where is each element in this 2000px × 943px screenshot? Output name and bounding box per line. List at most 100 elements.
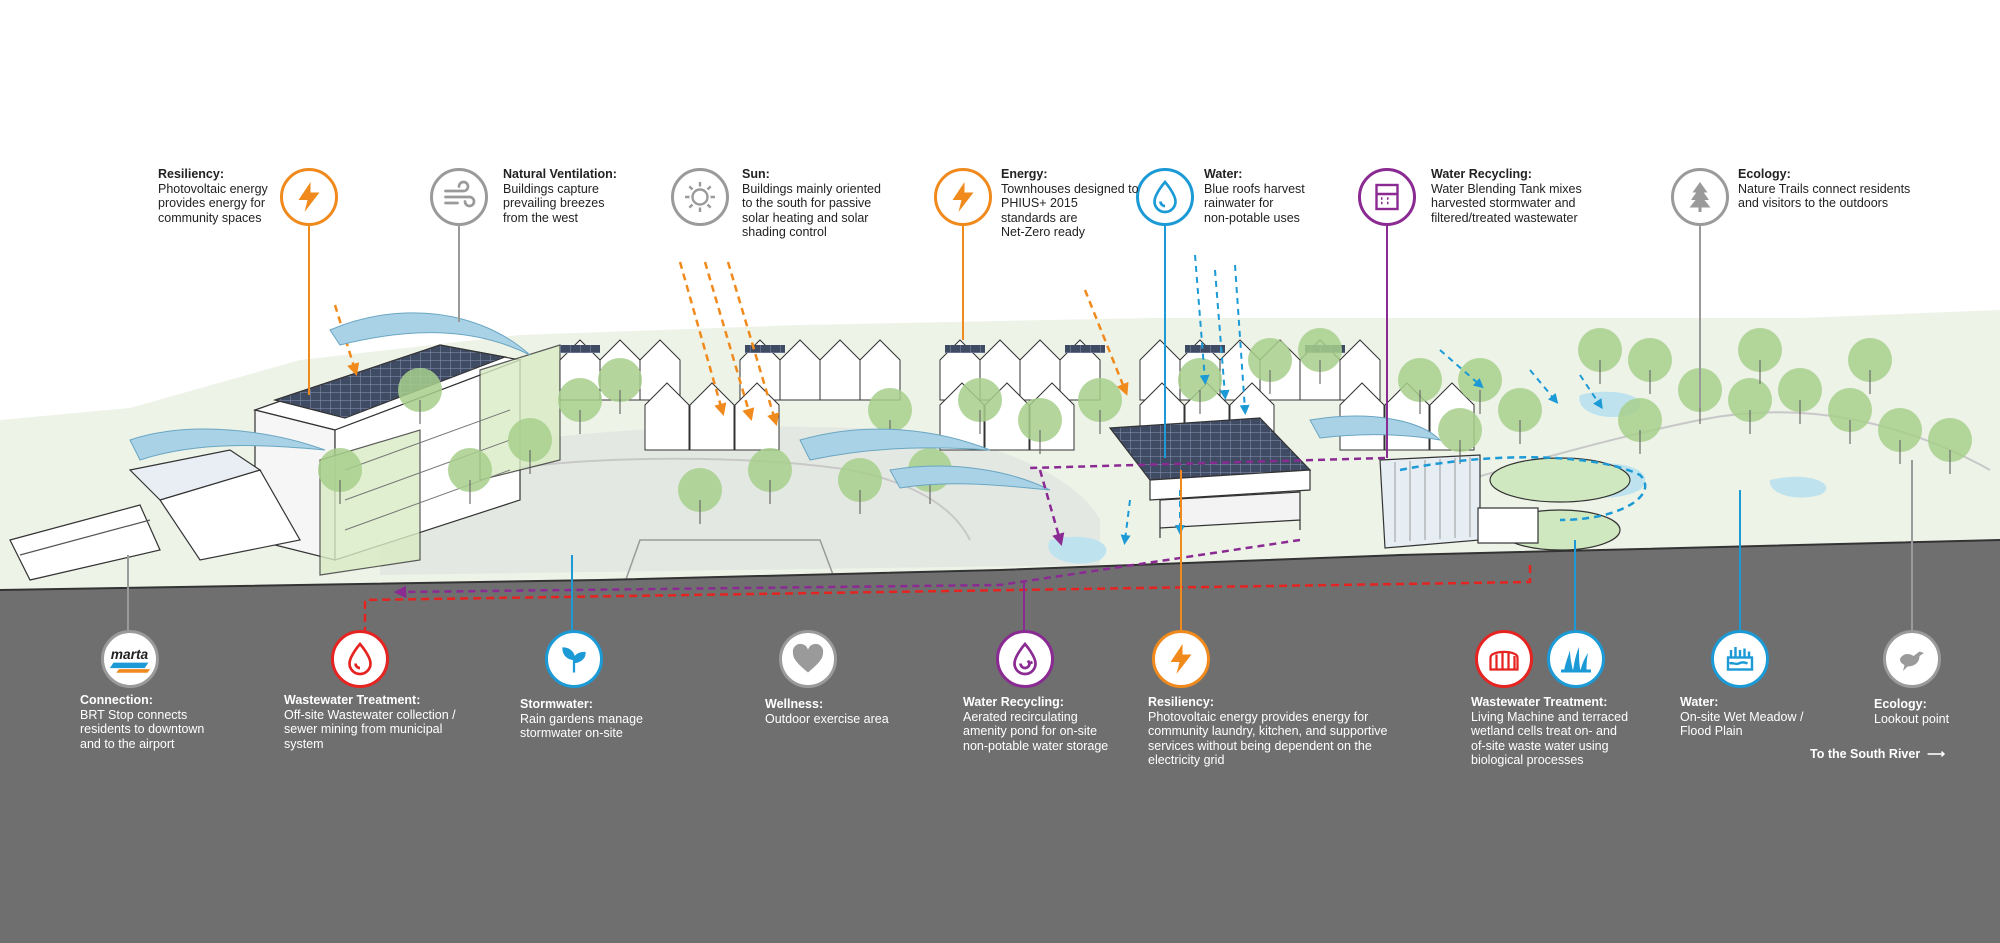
- label-resiliency-top: Resiliency: Photovoltaic energy provides…: [158, 167, 268, 225]
- tree-canopy: [838, 458, 882, 502]
- label-title: Water:: [1204, 167, 1243, 181]
- heart-icon: [779, 630, 837, 688]
- recycle-drop-icon: [996, 630, 1054, 688]
- tree-canopy: [868, 388, 912, 432]
- label-connection: Connection: BRT Stop connects residents …: [80, 693, 204, 751]
- greenhouse-icon: [1475, 630, 1533, 688]
- label-desc: Nature Trails connect residents and visi…: [1738, 181, 1911, 211]
- tree-canopy: [1578, 328, 1622, 372]
- community-building: [252, 344, 561, 576]
- arrow-right-icon: ⟶: [1923, 747, 1946, 761]
- label-resiliency-bottom: Resiliency: Photovoltaic energy provides…: [1148, 695, 1387, 768]
- recycling-flow: [393, 456, 1386, 599]
- label-desc: Photovoltaic energy provides energy for …: [1148, 709, 1388, 768]
- label-title: Natural Ventilation:: [503, 167, 617, 181]
- label-ecology-bottom: Ecology: Lookout point: [1874, 697, 1949, 726]
- water-drop-icon: [331, 630, 389, 688]
- pavilion: [1108, 417, 1312, 538]
- label-desc: Townhouses designed to PHIUS+ 2015 stand…: [1001, 181, 1139, 240]
- tree-canopy: [398, 368, 442, 412]
- tree-canopy: [448, 448, 492, 492]
- label-desc: Photovoltaic energy provides energy for …: [158, 181, 268, 225]
- tree-canopy: [508, 418, 552, 462]
- tree-canopy: [1628, 338, 1672, 382]
- meadow-pond: [1769, 476, 1827, 498]
- tree-canopy: [958, 378, 1002, 422]
- tree-canopy: [1398, 358, 1442, 402]
- label-desc: Buildings capture prevailing breezes fro…: [503, 181, 605, 225]
- tree-canopy: [1498, 388, 1542, 432]
- label-desc: Off-site Wastewater collection / sewer m…: [284, 707, 456, 751]
- wastewater-line: [358, 565, 1532, 647]
- label-desc: Living Machine and terraced wetland cell…: [1471, 709, 1629, 768]
- tree-canopy: [1778, 368, 1822, 412]
- label-title: Water:: [1680, 695, 1719, 709]
- label-wastewater-offsite: Wastewater Treatment: Off-site Wastewate…: [284, 693, 456, 751]
- label-sun: Sun: Buildings mainly oriented to the so…: [742, 167, 881, 240]
- label-water-recycling-bottom: Water Recycling: Aerated recirculating a…: [963, 695, 1108, 753]
- tree-canopy: [1078, 378, 1122, 422]
- label-title: Water Recycling:: [963, 695, 1064, 709]
- label-title: Wastewater Treatment:: [284, 693, 421, 707]
- tree-canopy: [1828, 388, 1872, 432]
- lightning-icon: [280, 168, 338, 226]
- tree-canopy: [1738, 328, 1782, 372]
- leader-lines-bottom: [127, 460, 1913, 630]
- label-desc: On-site Wet Meadow / Flood Plain: [1680, 709, 1804, 739]
- south-river-label: To the South River: [1810, 747, 1921, 761]
- label-title: Connection:: [80, 693, 153, 707]
- sun-arrows: [333, 261, 1129, 426]
- meadow-icon: [1711, 630, 1769, 688]
- plant-icon: [545, 630, 603, 688]
- label-water-top: Water: Blue roofs harvest rainwater for …: [1204, 167, 1305, 225]
- tree-canopy: [1248, 338, 1292, 382]
- label-wellness: Wellness: Outdoor exercise area: [765, 697, 889, 726]
- label-wastewater-onsite: Wastewater Treatment: Living Machine and…: [1471, 695, 1628, 768]
- marta-logo-text: marta: [111, 647, 149, 662]
- leader-lines-top: [308, 226, 1701, 458]
- tree-canopy: [1878, 408, 1922, 452]
- label-water-bottom: Water: On-site Wet Meadow / Flood Plain: [1680, 695, 1803, 739]
- label-title: Ecology:: [1874, 697, 1927, 711]
- wind-icon: [430, 168, 488, 226]
- tank-icon: [1358, 168, 1416, 226]
- label-title: Ecology:: [1738, 167, 1791, 181]
- water-drop-icon: [1136, 168, 1194, 226]
- plaza-path: [499, 457, 971, 541]
- tree-canopy: [1298, 328, 1342, 372]
- wetland-water-flow: [1399, 456, 1647, 522]
- tree-canopy: [1618, 398, 1662, 442]
- tree-canopy: [748, 448, 792, 492]
- label-desc: Aerated recirculating amenity pond for o…: [963, 709, 1109, 753]
- tree-canopy: [318, 448, 362, 492]
- south-river-direction: To the South River ⟶: [1810, 746, 1945, 761]
- label-desc: Water Blending Tank mixes harvested stor…: [1431, 181, 1582, 225]
- label-desc: Rain gardens manage stormwater on-site: [520, 711, 643, 741]
- tree-canopy: [1438, 408, 1482, 452]
- tree-canopy: [1848, 338, 1892, 382]
- tree-canopy: [1928, 418, 1972, 462]
- label-title: Energy:: [1001, 167, 1048, 181]
- label-title: Water Recycling:: [1431, 167, 1532, 181]
- breeze-arrows: [129, 312, 1442, 491]
- label-desc: Lookout point: [1874, 711, 1950, 726]
- label-title: Wastewater Treatment:: [1471, 695, 1608, 709]
- label-title: Resiliency:: [1148, 695, 1215, 709]
- label-title: Sun:: [742, 167, 770, 181]
- lightning-icon: [934, 168, 992, 226]
- label-natural-ventilation: Natural Ventilation: Buildings capture p…: [503, 167, 617, 225]
- lightning-icon: [1152, 630, 1210, 688]
- tree-canopy: [1018, 398, 1062, 442]
- tree-canopy: [558, 378, 602, 422]
- pine-tree-icon: [1671, 168, 1729, 226]
- label-desc: Blue roofs harvest rainwater for non-pot…: [1204, 181, 1305, 225]
- living-machine: [1379, 454, 1631, 551]
- bird-icon: [1883, 630, 1941, 688]
- trees: [318, 328, 1972, 524]
- label-ecology-top: Ecology: Nature Trails connect residents…: [1738, 167, 1910, 211]
- brt-station: [9, 449, 301, 581]
- label-title: Resiliency:: [158, 167, 225, 181]
- label-title: Stormwater:: [520, 697, 593, 711]
